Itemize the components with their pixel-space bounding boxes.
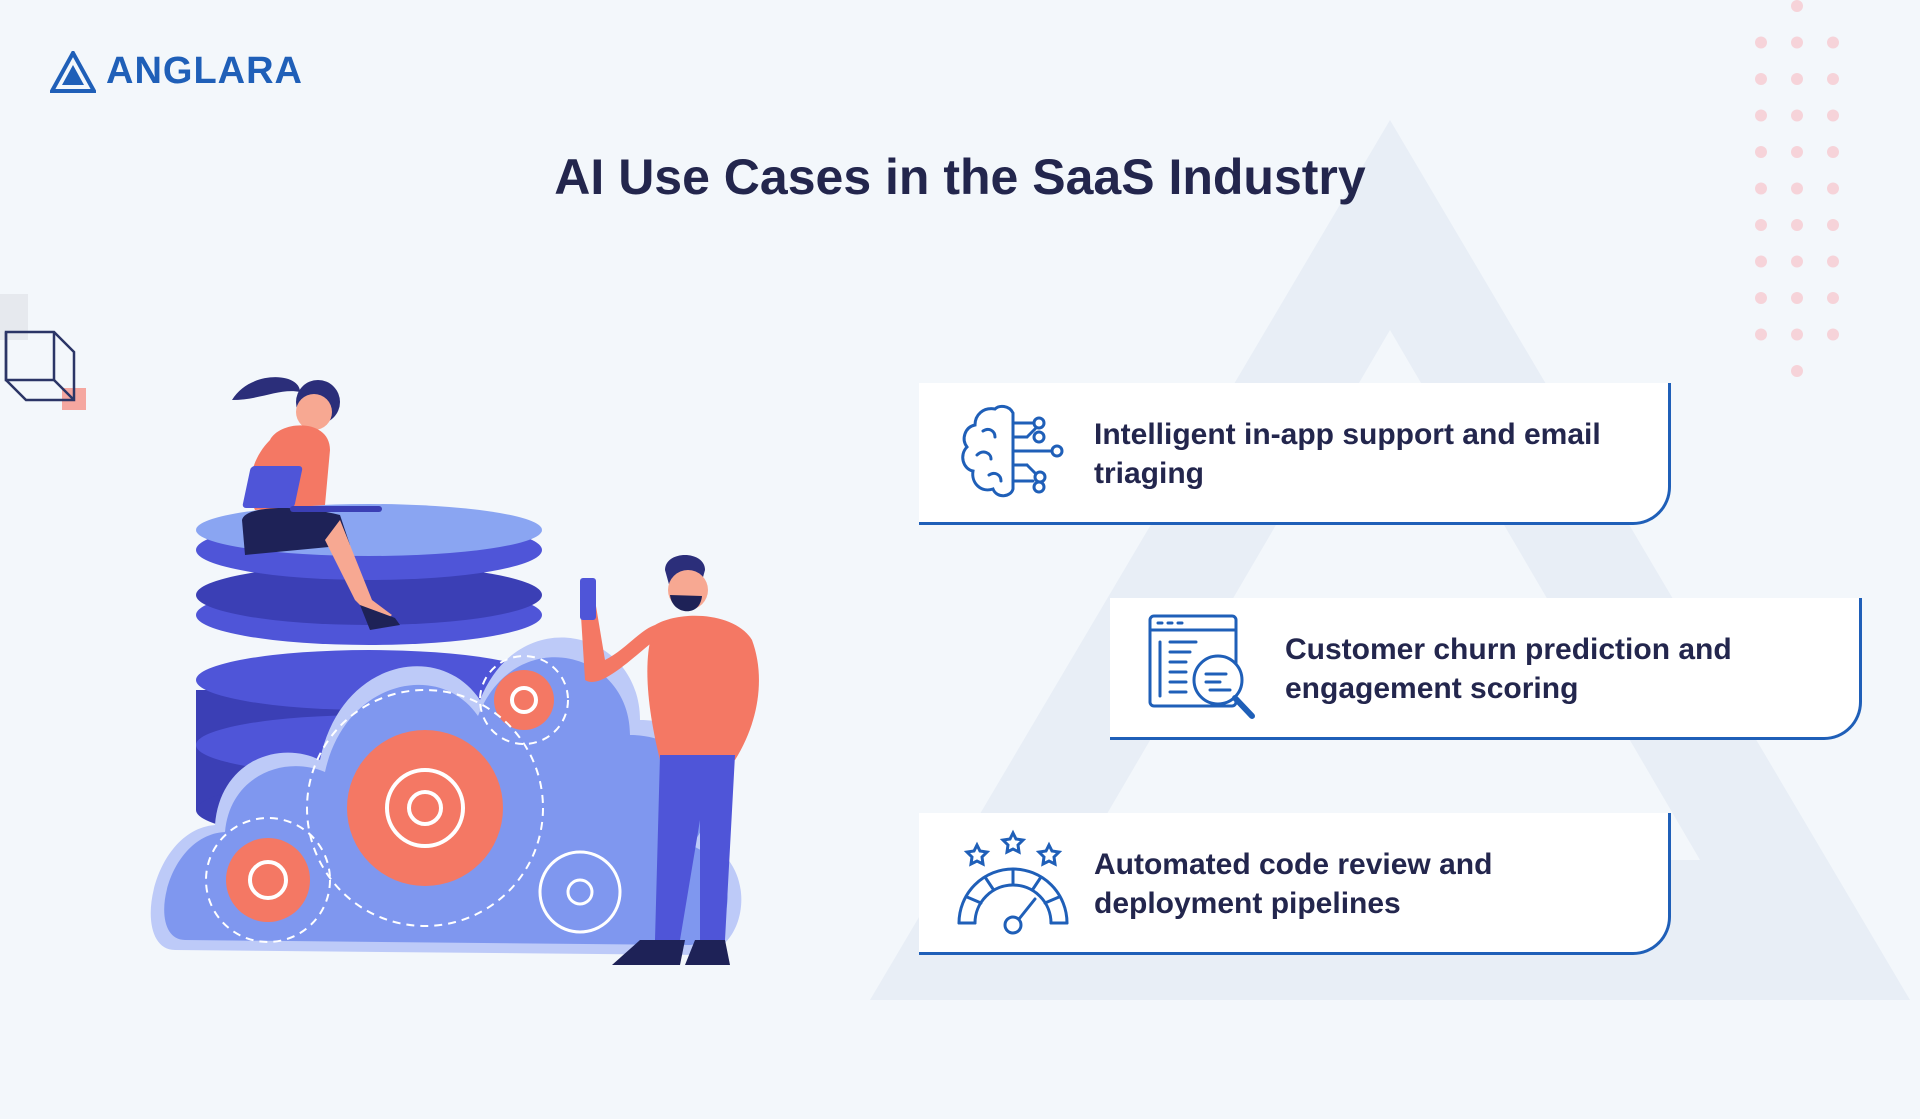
dot	[1755, 109, 1767, 122]
dot	[1755, 146, 1767, 158]
dot-grid-decoration	[1755, 0, 1839, 377]
dot	[1827, 328, 1839, 341]
dot	[1791, 182, 1803, 195]
use-case-card-3: Automated code review and deployment pip…	[919, 813, 1671, 955]
dot	[1755, 255, 1767, 268]
cube-decoration	[0, 294, 86, 410]
brain-circuit-icon	[961, 404, 1064, 498]
use-case-card-2: Customer churn prediction and engagement…	[1110, 598, 1862, 740]
dot	[1791, 109, 1803, 122]
dot	[1755, 36, 1767, 49]
dot	[1827, 73, 1839, 85]
dot	[1791, 328, 1803, 341]
dot	[1827, 219, 1839, 231]
page-title: AI Use Cases in the SaaS Industry	[554, 149, 1366, 205]
man-with-phone-illustration	[580, 555, 759, 965]
brand-name: ANGLARA	[106, 50, 303, 92]
dot	[1827, 109, 1839, 122]
cloud-gears-illustration	[150, 637, 742, 955]
dot	[1791, 219, 1803, 231]
dot	[1755, 328, 1767, 341]
woman-with-laptop-illustration	[232, 377, 400, 630]
dot	[1755, 219, 1767, 231]
dot	[1827, 292, 1839, 304]
dot	[1827, 182, 1839, 195]
dot	[1791, 73, 1803, 85]
use-case-card-1: Intelligent in-app support and email tri…	[919, 383, 1671, 525]
use-case-text: Automated code review and deployment pip…	[1094, 848, 1493, 920]
use-case-text: Customer churn prediction and engagement…	[1285, 633, 1732, 705]
dot	[1791, 255, 1803, 268]
use-case-text: Intelligent in-app support and email tri…	[1094, 418, 1601, 490]
dot	[1827, 146, 1839, 158]
dot	[1755, 73, 1767, 85]
dot	[1755, 292, 1767, 304]
dot	[1791, 36, 1803, 49]
dot	[1827, 36, 1839, 49]
document-search-icon	[1148, 614, 1255, 719]
anglara-triangle-icon	[50, 50, 96, 93]
dot	[1791, 146, 1803, 158]
dot	[1755, 182, 1767, 195]
performance-gauge-icon	[957, 829, 1069, 935]
dot	[1827, 255, 1839, 268]
brand-logo[interactable]: ANGLARA	[50, 50, 303, 93]
dot	[1791, 0, 1803, 12]
dot	[1791, 292, 1803, 304]
dot	[1791, 365, 1803, 377]
